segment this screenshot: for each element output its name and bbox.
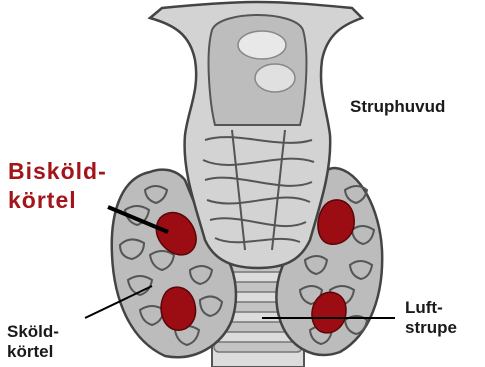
skoldkortel-label: Sköld- körtel <box>7 322 59 361</box>
parathyroid-lower-right <box>312 292 346 333</box>
luftstrupe-label: Luft- strupe <box>405 298 457 337</box>
struphuvud-label: Struphuvud <box>350 97 445 117</box>
parathyroid-upper-right <box>318 200 354 244</box>
biskoldkortel-label: Bisköld- körtel <box>8 157 107 215</box>
parathyroid-lower-left <box>161 287 196 330</box>
